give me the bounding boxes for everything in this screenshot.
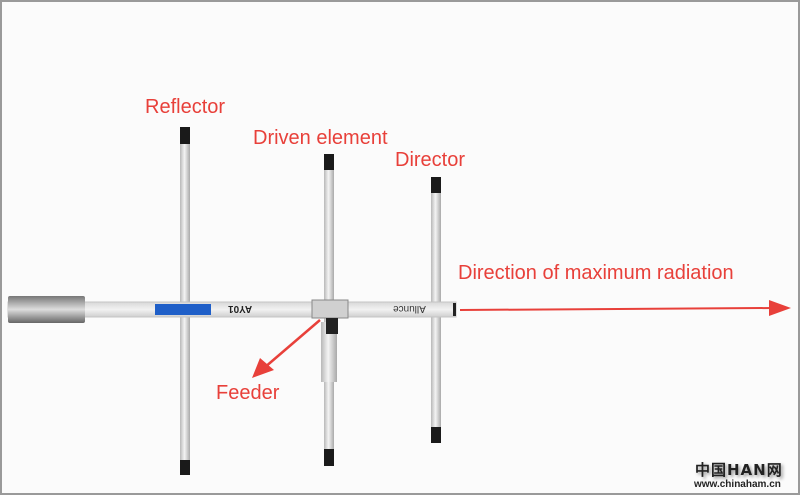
boom	[7, 296, 457, 334]
feeder-arrow	[252, 319, 321, 378]
feeder-label: Feeder	[216, 382, 280, 404]
boom-brand-text: Allunce	[393, 303, 426, 314]
radiation-arrow	[459, 300, 791, 316]
reflector-label: Reflector	[145, 96, 226, 118]
driven-element-label: Driven element	[253, 127, 388, 149]
feed-connector	[311, 299, 349, 319]
direction-label: Direction of maximum radiation	[458, 262, 734, 284]
director-label: Director	[395, 149, 466, 171]
boom-sticker	[155, 304, 211, 315]
watermark-logo: 中国HAN网	[695, 461, 783, 479]
watermark-url: www.chinaham.cn	[694, 479, 781, 490]
boom-model-text: AY01	[228, 303, 253, 314]
reflector-element	[180, 127, 190, 475]
